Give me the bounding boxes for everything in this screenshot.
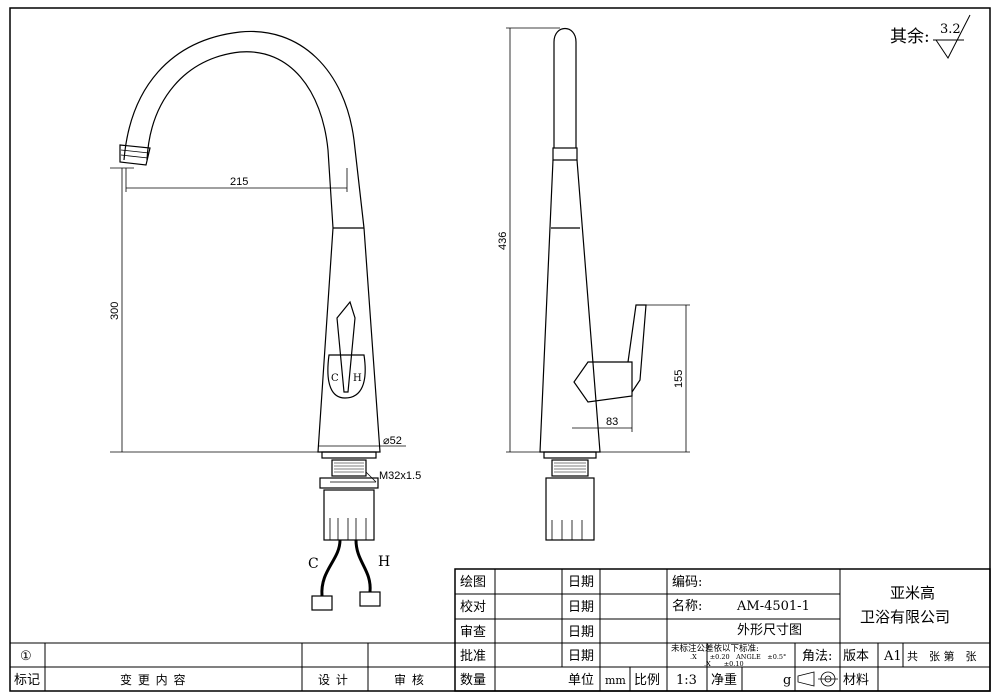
sheet-border xyxy=(9,7,991,692)
dim-handle-height: 155 xyxy=(673,370,685,388)
roughness-note: 其余: 3.2 xyxy=(890,14,971,59)
projection-symbol xyxy=(797,671,838,687)
rev-review-label: 审 核 xyxy=(394,672,425,687)
tb-row-review: 审查 xyxy=(460,625,486,640)
dim-thread: M32x1.5 xyxy=(379,470,421,482)
front-nozzle-lines xyxy=(120,149,150,159)
front-handle-body xyxy=(327,354,366,399)
front-sleeve-slots xyxy=(329,518,367,540)
front-hose-cold xyxy=(320,539,342,597)
front-dimensions xyxy=(110,167,406,483)
side-handle-body xyxy=(573,361,633,403)
side-dimensions xyxy=(506,27,690,453)
front-body xyxy=(317,227,381,453)
side-sleeve xyxy=(545,477,595,541)
tb-date-3: 日期 xyxy=(568,625,594,640)
front-spout-inner xyxy=(146,51,334,229)
tb-weight-label: 净重 xyxy=(711,672,737,688)
dim-height-side: 436 xyxy=(497,232,509,250)
roughness-value: 3.2 xyxy=(940,22,961,37)
roughness-symbol xyxy=(933,14,971,59)
tb-row-quantity: 数量 xyxy=(460,673,486,688)
side-base-ring xyxy=(543,451,597,459)
tb-angle-method: 角法: xyxy=(802,649,832,664)
tb-scale-label: 比例 xyxy=(634,673,660,688)
dim-height-front: 300 xyxy=(109,302,121,320)
tb-material-label: 材料 xyxy=(843,673,869,688)
front-nozzle xyxy=(119,144,151,166)
rev-mark-label: 标记 xyxy=(14,673,40,688)
front-nut xyxy=(319,477,379,489)
tb-row-draw: 绘图 xyxy=(460,575,486,590)
tb-name-label: 名称: xyxy=(672,598,702,614)
front-hose-nut-hot xyxy=(359,591,381,607)
front-thread-hatch xyxy=(334,462,364,473)
dim-base-diameter: ⌀52 xyxy=(383,435,402,447)
front-hose-label-cold: C xyxy=(308,556,319,572)
tb-drawing-name: 外形尺寸图 xyxy=(737,623,802,638)
title-block-lines xyxy=(454,568,991,692)
tb-sheets: 共 张 第 张 xyxy=(907,649,977,663)
front-thread xyxy=(331,459,367,477)
tb-weight-unit: g xyxy=(783,673,791,688)
tb-date-1: 日期 xyxy=(568,575,594,590)
front-view xyxy=(119,30,381,611)
side-spout-collar xyxy=(552,147,578,161)
tb-company-line2: 卫浴有限公司 xyxy=(860,608,950,626)
side-handle-lever xyxy=(627,304,647,393)
rev-change-label: 变 更 内 容 xyxy=(120,672,186,687)
dim-handle-depth: 83 xyxy=(606,416,618,428)
front-sleeve xyxy=(323,489,375,541)
side-thread-hatch xyxy=(554,462,586,473)
rev-design-label: 设 计 xyxy=(318,673,349,687)
front-base-ring xyxy=(321,451,377,459)
tb-row-check: 校对 xyxy=(460,599,486,615)
side-view xyxy=(539,27,647,541)
tb-date-2: 日期 xyxy=(568,600,594,615)
front-hose-hot xyxy=(354,539,372,593)
tb-code-label: 编码: xyxy=(672,575,702,590)
side-sleeve-slots xyxy=(551,520,583,540)
tb-unit-value: mm xyxy=(605,674,626,687)
front-handle-label-hot: H xyxy=(353,373,362,384)
tb-date-4: 日期 xyxy=(568,649,594,664)
tb-unit-label: 单位 xyxy=(568,673,594,688)
side-body xyxy=(539,159,601,453)
front-hose-label-hot: H xyxy=(378,554,390,570)
rev-number: ① xyxy=(20,649,32,664)
front-handle-label-cold: C xyxy=(331,373,339,384)
tb-tolerance-line2: .X ±0.10 xyxy=(704,660,744,668)
tb-company-line1: 亚米高 xyxy=(890,584,935,602)
side-thread xyxy=(551,459,589,477)
front-spout-outer xyxy=(123,30,365,229)
front-hose-nut-cold xyxy=(311,595,333,611)
tb-model: AM-4501-1 xyxy=(736,599,810,614)
tb-scale-value: 1:3 xyxy=(676,673,697,688)
tb-version-value: A1 xyxy=(883,649,902,664)
revision-block-lines xyxy=(10,642,455,691)
tb-row-approve: 批准 xyxy=(460,649,486,664)
tb-tolerance-line1: .X ±0.20 ANGLE ±0.5° xyxy=(690,653,786,661)
tb-version-label: 版本 xyxy=(843,649,869,664)
tb-tolerance-title: 未标注公差依以下标准: xyxy=(671,643,759,654)
roughness-label: 其余: xyxy=(890,27,930,47)
side-spout xyxy=(553,27,577,148)
dim-reach: 215 xyxy=(230,176,248,188)
